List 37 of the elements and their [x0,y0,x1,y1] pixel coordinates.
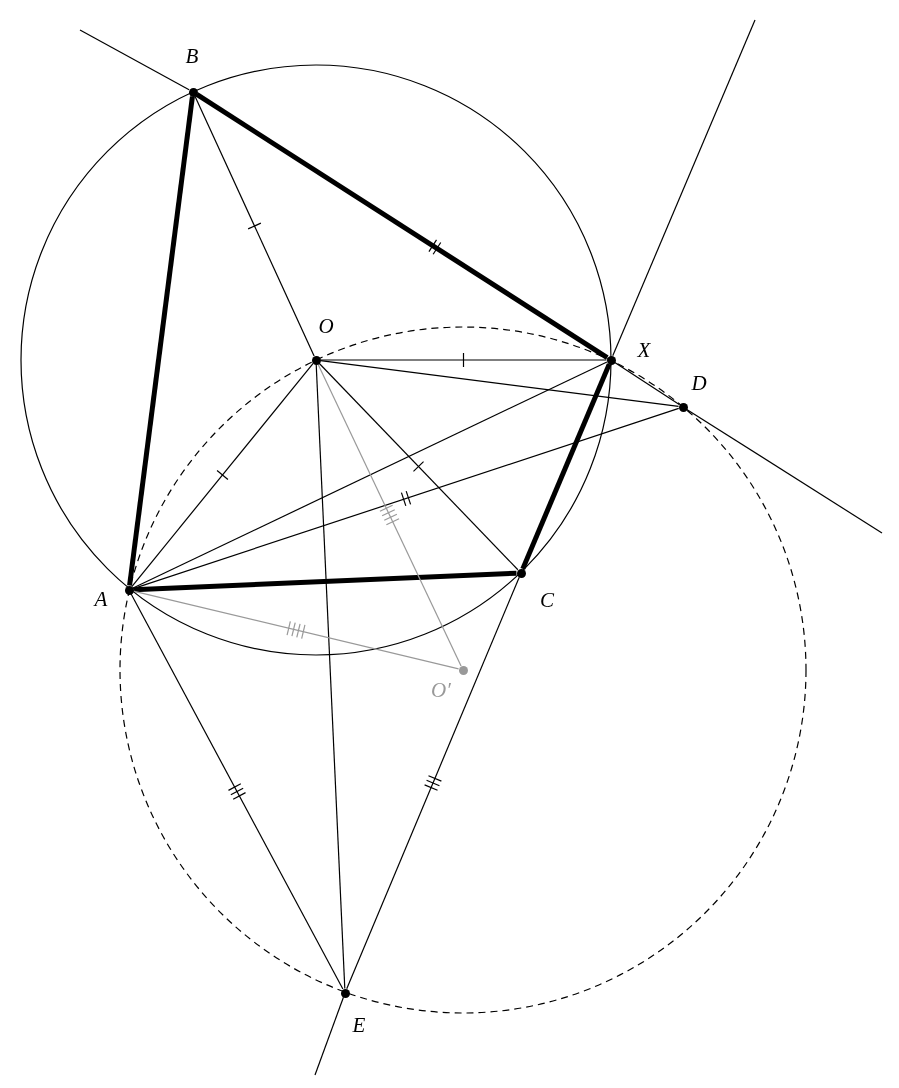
line-segment [614,361,680,406]
line-segment [315,363,346,990]
point-label: D [691,372,707,394]
point-dot [678,402,688,412]
point-dot [340,988,350,998]
thick-segment [127,96,195,586]
thick-segment [520,363,612,570]
line-segment [132,590,460,670]
line-segment [317,363,462,667]
line-segment [79,29,190,91]
point-label: A [94,588,108,610]
point-dot [458,665,468,675]
point-dot [516,568,526,578]
line-segment [314,996,345,1076]
point-label: X [637,339,651,361]
thick-segment [195,92,609,360]
point-dot [606,355,616,365]
point-dot [188,87,198,97]
line-segment [194,95,315,357]
line-segment [318,362,519,571]
line-segment [130,593,344,990]
point-label: B [185,45,199,67]
point-label: C [540,589,554,611]
line-segment [319,359,608,361]
thick-segment [133,570,517,593]
point-dot [124,585,134,595]
point-label: O [318,315,334,337]
line-segment [686,408,883,534]
line-segment [132,407,680,590]
point-dot [311,355,321,365]
line-segment [132,361,608,589]
line-segment [319,359,680,408]
point-label: E [352,1014,366,1036]
line-segment [131,362,314,588]
line-segment [346,576,520,990]
line-segment [612,19,756,357]
point-label: O′ [431,679,451,701]
